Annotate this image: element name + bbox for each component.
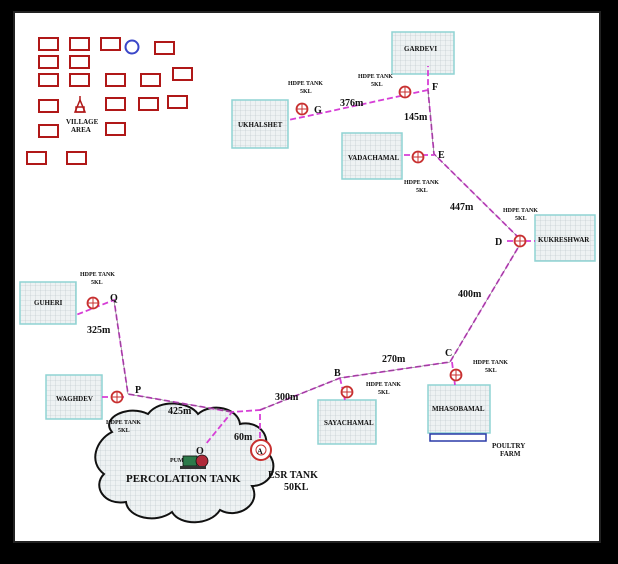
village-ukhalshet bbox=[231, 99, 289, 149]
village-name-guheri: GUHERI bbox=[34, 299, 63, 307]
tank-label-g-1: HDPE TANK bbox=[288, 81, 323, 87]
tank-label-e-1: HDPE TANK bbox=[404, 180, 439, 186]
village-gardevi bbox=[391, 31, 455, 75]
node-label-q: Q bbox=[110, 293, 118, 304]
tank-label-q-1: HDPE TANK bbox=[80, 272, 115, 278]
distance-ao: 60m bbox=[234, 432, 253, 443]
distance-dc: 400m bbox=[458, 289, 482, 300]
village-name-gardevi: GARDEVI bbox=[404, 45, 437, 53]
village-name-vadachamal: VADACHAMAL bbox=[348, 154, 400, 162]
village-name-sayachamal: SAYACHAMAL bbox=[324, 419, 374, 427]
tank-label-p-1: HDPE TANK bbox=[106, 420, 141, 426]
temple-icon bbox=[73, 96, 87, 113]
distance-pq: 325m bbox=[87, 325, 111, 336]
node-label-p: P bbox=[135, 385, 141, 396]
tank-label-f-2: 5KL bbox=[371, 82, 383, 88]
pipeline-centerline bbox=[113, 89, 523, 413]
esr-tank-label-2: 50KL bbox=[284, 482, 309, 493]
village-area-label-2: AREA bbox=[71, 126, 91, 134]
poultry-farm bbox=[429, 433, 487, 442]
distance-cb: 270m bbox=[382, 354, 406, 365]
node-label-b: B bbox=[334, 368, 341, 379]
village-name-kukreshwar: KUKRESHWAR bbox=[538, 236, 590, 244]
village-area-label-1: VILLAGE bbox=[66, 118, 99, 126]
tank-label-b-1: HDPE TANK bbox=[366, 382, 401, 388]
distance-op: 425m bbox=[168, 406, 192, 417]
tank-label-e-2: 5KL bbox=[416, 188, 428, 194]
distance-ba: 300m bbox=[275, 392, 299, 403]
village-name-ukhalshet: UKHALSHET bbox=[238, 121, 283, 129]
well-icon bbox=[124, 39, 140, 55]
village-kukreshwar bbox=[534, 214, 596, 262]
tank-label-b-2: 5KL bbox=[378, 390, 390, 396]
node-label-d: D bbox=[495, 237, 502, 248]
village-name-waghdev: WAGHDEV bbox=[56, 395, 93, 403]
village-waghdev bbox=[45, 374, 103, 420]
pump-icon bbox=[180, 454, 209, 469]
tank-label-f-1: HDPE TANK bbox=[358, 74, 393, 80]
pump-label: PUMP bbox=[170, 458, 188, 464]
village-vadachamal bbox=[341, 132, 403, 180]
poultry-label-2: FARM bbox=[500, 450, 521, 458]
tank-label-g-2: 5KL bbox=[300, 89, 312, 95]
village-name-mhasobamal: MHASOBAMAL bbox=[432, 405, 485, 413]
node-label-f: F bbox=[432, 82, 438, 93]
node-label-e: E bbox=[438, 150, 445, 161]
tank-label-q-2: 5KL bbox=[91, 280, 103, 286]
esr-tank-icon bbox=[250, 439, 272, 461]
hdpe-tank-crosshatch bbox=[88, 87, 525, 402]
node-label-a: A bbox=[257, 447, 263, 456]
distance-fe: 145m bbox=[404, 112, 428, 123]
tank-label-c-1: HDPE TANK bbox=[473, 360, 508, 366]
esr-tank-label-1: ESR TANK bbox=[268, 470, 318, 481]
tank-label-d-1: HDPE TANK bbox=[503, 208, 538, 214]
tank-label-d-2: 5KL bbox=[515, 216, 527, 222]
node-label-o: O bbox=[196, 446, 204, 457]
village-guheri bbox=[19, 281, 77, 325]
village-mhasobamal bbox=[427, 384, 491, 434]
node-label-g: G bbox=[314, 105, 322, 116]
tank-label-p-2: 5KL bbox=[118, 428, 130, 434]
node-label-c: C bbox=[445, 348, 452, 359]
tank-label-c-2: 5KL bbox=[485, 368, 497, 374]
distance-ed: 447m bbox=[450, 202, 474, 213]
village-sayachamal bbox=[317, 399, 377, 445]
village-houses bbox=[26, 37, 193, 165]
poultry-label-1: POULTRY bbox=[492, 442, 525, 450]
percolation-tank-label: PERCOLATION TANK bbox=[126, 473, 241, 485]
distance-gf: 376m bbox=[340, 98, 364, 109]
village-blocks bbox=[19, 31, 596, 445]
